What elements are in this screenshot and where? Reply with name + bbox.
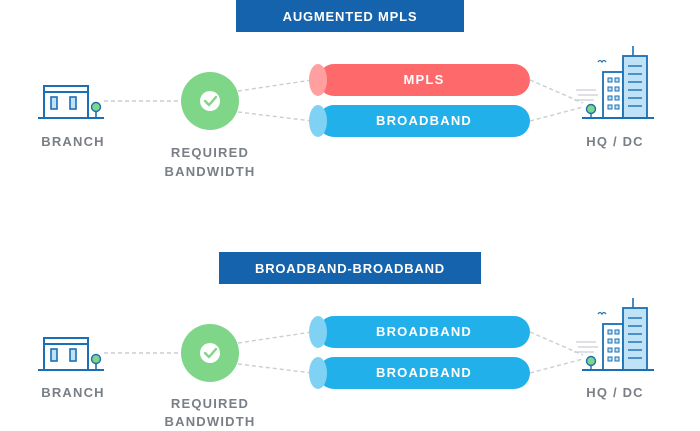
hq-dc-label: HQ / DC — [586, 385, 644, 400]
branch-label: BRANCH — [41, 134, 105, 149]
hq-dc-label: HQ / DC — [586, 134, 644, 149]
required-bandwidth-label-line2: BANDWIDTH — [164, 414, 256, 429]
branch-icon — [38, 337, 104, 371]
section-title-augmented-mpls: AUGMENTED MPLS — [236, 0, 464, 32]
pipe-label-broadband: BROADBAND — [375, 113, 473, 128]
connector-line — [237, 111, 313, 122]
required-bandwidth-label-line1: REQUIRED — [170, 396, 250, 411]
pipe-label-broadband: BROADBAND — [375, 324, 473, 339]
branch-label: BRANCH — [41, 385, 105, 400]
check-circle-icon — [181, 72, 239, 130]
pipe-label-broadband: BROADBAND — [375, 365, 473, 380]
connector-line — [529, 106, 584, 122]
pipe-broadband — [309, 316, 530, 348]
required-bandwidth-label-line2: BANDWIDTH — [164, 164, 256, 179]
section-title-broadband-broadband: BROADBAND-BROADBAND — [219, 252, 481, 284]
hq-building-icon — [574, 298, 654, 371]
required-bandwidth-label-line1: REQUIRED — [170, 145, 250, 160]
hq-building-icon — [574, 46, 654, 119]
connector-line — [529, 79, 584, 104]
connector-line — [237, 79, 313, 92]
pipe-broadband — [309, 357, 530, 389]
connector-line — [529, 331, 584, 356]
pipe-mpls — [309, 64, 530, 96]
connector-line — [237, 363, 313, 374]
pipe-broadband — [309, 105, 530, 137]
connector-line — [529, 358, 584, 374]
pipe-label-mpls: MPLS — [403, 72, 445, 87]
connector-line — [237, 331, 313, 344]
check-circle-icon — [181, 324, 239, 382]
branch-icon — [38, 85, 104, 119]
